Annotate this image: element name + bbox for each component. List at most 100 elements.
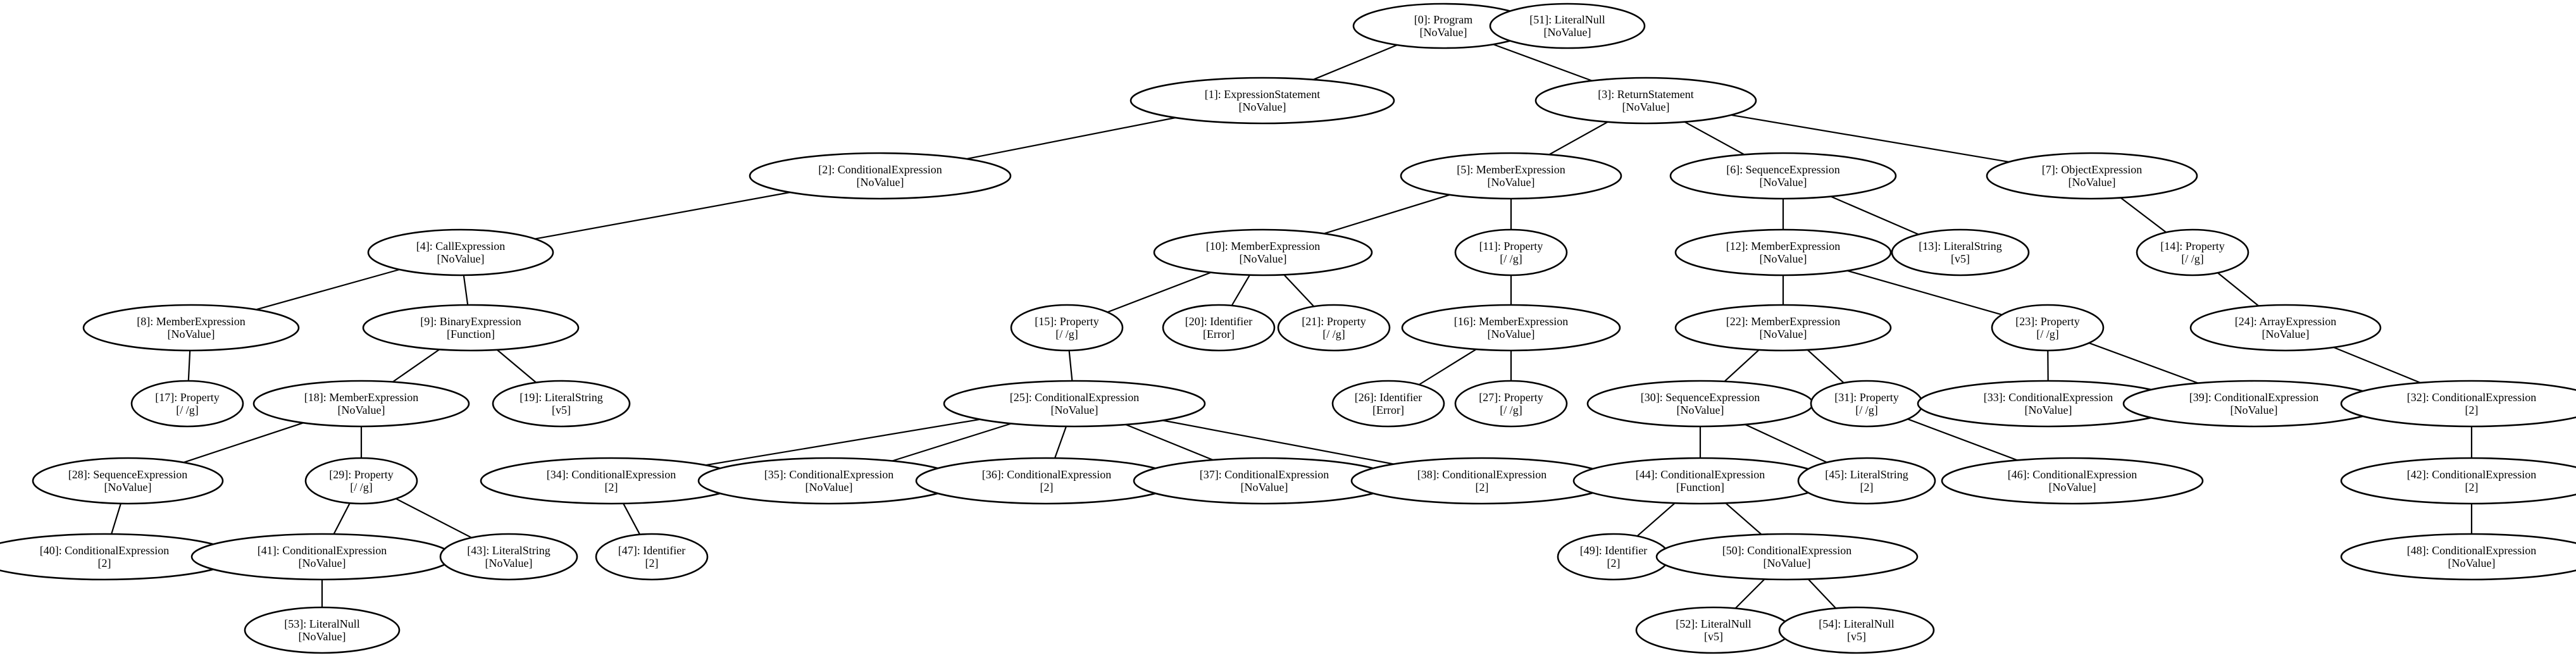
node-label: [33]: ConditionalExpression	[1984, 391, 2113, 404]
node-value: [v5]	[1847, 630, 1866, 643]
edge-23-39	[2089, 342, 2199, 384]
node-value: [2]	[605, 481, 618, 494]
tree-node-30: [30]: SequenceExpression[NoValue]	[1586, 380, 1814, 428]
node-label: [46]: ConditionalExpression	[2008, 468, 2137, 481]
node-ellipse	[1454, 380, 1568, 428]
edge-10-20	[1231, 275, 1250, 306]
node-ellipse	[1986, 152, 2198, 200]
node-label: [32]: ConditionalExpression	[2407, 391, 2536, 404]
node-value: [/ /g]	[176, 404, 199, 416]
node-label: [22]: MemberExpression	[1726, 315, 1840, 328]
tree-node-40: [40]: ConditionalExpression[2]	[0, 533, 236, 581]
node-label: [16]: MemberExpression	[1454, 315, 1568, 328]
edge-6-13	[1831, 196, 1919, 235]
node-label: [10]: MemberExpression	[1206, 240, 1320, 252]
edge-15-25	[1068, 350, 1073, 382]
node-value: [NoValue]	[1764, 557, 1811, 569]
edge-29-43	[395, 498, 472, 538]
tree-node-11: [11]: Property[/ /g]	[1454, 228, 1568, 276]
node-label: [13]: LiteralString	[1919, 240, 2001, 252]
node-value: [/ /g]	[1055, 328, 1078, 340]
node-ellipse	[2136, 228, 2249, 276]
edge-44-50	[1725, 502, 1762, 535]
node-label: [9]: BinaryExpression	[420, 315, 521, 328]
tree-node-24: [24]: ArrayExpression[NoValue]	[2189, 304, 2382, 352]
node-ellipse	[32, 457, 224, 505]
edge-25-34	[705, 418, 981, 466]
node-ellipse	[304, 457, 418, 505]
tree-node-27: [27]: Property[/ /g]	[1454, 380, 1568, 428]
node-value: [NoValue]	[806, 481, 853, 494]
node-value: [2]	[1607, 557, 1621, 569]
node-label: [26]: Identifier	[1355, 391, 1422, 404]
edge-25-38	[1162, 419, 1394, 465]
tree-node-47: [47]: Identifier[2]	[595, 533, 709, 581]
node-label: [50]: ConditionalExpression	[1722, 544, 1851, 557]
node-value: [2]	[645, 557, 659, 569]
edge-25-36	[1054, 426, 1067, 459]
node-label: [15]: Property	[1035, 315, 1098, 328]
tree-node-43: [43]: LiteralString[NoValue]	[439, 533, 578, 581]
tree-node-49: [49]: Identifier[2]	[1557, 533, 1671, 581]
tree-node-12: [12]: MemberExpression[NoValue]	[1674, 228, 1892, 276]
node-label: [17]: Property	[155, 391, 219, 404]
node-value: [NoValue]	[338, 404, 385, 416]
tree-node-54: [54]: LiteralNull[v5]	[1778, 606, 1935, 654]
node-ellipse	[1797, 457, 1936, 505]
tree-node-5: [5]: MemberExpression[NoValue]	[1400, 152, 1622, 200]
node-label: [41]: ConditionalExpression	[258, 544, 387, 557]
tree-node-10: [10]: MemberExpression[NoValue]	[1153, 228, 1373, 276]
node-value: [NoValue]	[1420, 26, 1467, 39]
node-ellipse	[1674, 228, 1892, 276]
node-value: [NoValue]	[1051, 404, 1098, 416]
node-ellipse	[1153, 228, 1373, 276]
node-value: [/ /g]	[1322, 328, 1345, 340]
node-ellipse	[252, 380, 470, 428]
tree-node-21: [21]: Property[/ /g]	[1277, 304, 1391, 352]
node-label: [43]: LiteralString	[467, 544, 550, 557]
node-label: [38]: ConditionalExpression	[1417, 468, 1546, 481]
edge-22-31	[1807, 349, 1845, 384]
node-ellipse	[1891, 228, 2030, 276]
node-value: [/ /g]	[2181, 252, 2204, 265]
node-ellipse	[367, 228, 554, 276]
node-ellipse	[1655, 533, 1919, 581]
node-ellipse	[1489, 3, 1646, 49]
node-ellipse	[1669, 152, 1897, 200]
node-ellipse	[1277, 304, 1391, 352]
node-value: [NoValue]	[1241, 481, 1288, 494]
node-label: [29]: Property	[329, 468, 393, 481]
tree-node-38: [38]: ConditionalExpression[2]	[1350, 457, 1614, 505]
node-label: [0]: Program	[1414, 13, 1472, 26]
node-label: [21]: Property	[1302, 315, 1366, 328]
tree-node-46: [46]: ConditionalExpression[NoValue]	[1941, 457, 2204, 505]
edge-2-4	[535, 191, 790, 240]
edge-9-18	[392, 349, 440, 383]
node-value: [Error]	[1203, 328, 1235, 340]
tree-node-7: [7]: ObjectExpression[NoValue]	[1986, 152, 2198, 200]
tree-node-18: [18]: MemberExpression[NoValue]	[252, 380, 470, 428]
edge-4-9	[463, 275, 469, 306]
node-label: [28]: SequenceExpression	[68, 468, 187, 481]
tree-node-23: [23]: Property[/ /g]	[1991, 304, 2105, 352]
node-value: [NoValue]	[2448, 557, 2496, 569]
node-label: [6]: SequenceExpression	[1726, 163, 1839, 176]
node-value: [NoValue]	[1760, 252, 1807, 265]
node-label: [31]: Property	[1834, 391, 1898, 404]
tree-node-22: [22]: MemberExpression[NoValue]	[1674, 304, 1892, 352]
node-label: [30]: SequenceExpression	[1641, 391, 1760, 404]
node-value: [NoValue]	[1239, 101, 1286, 113]
node-ellipse	[1534, 77, 1757, 125]
node-value: [NoValue]	[168, 328, 215, 340]
tree-node-15: [15]: Property[/ /g]	[1010, 304, 1124, 352]
node-value: [/ /g]	[1500, 252, 1522, 265]
node-label: [49]: Identifier	[1580, 544, 1647, 557]
node-ellipse	[1010, 304, 1124, 352]
edge-44-49	[1636, 502, 1676, 537]
node-label: [20]: Identifier	[1185, 315, 1252, 328]
node-value: [NoValue]	[485, 557, 533, 569]
node-ellipse	[82, 304, 300, 352]
edge-24-32	[2333, 346, 2421, 383]
node-ellipse	[2340, 457, 2576, 505]
node-value: [NoValue]	[1677, 404, 1724, 416]
